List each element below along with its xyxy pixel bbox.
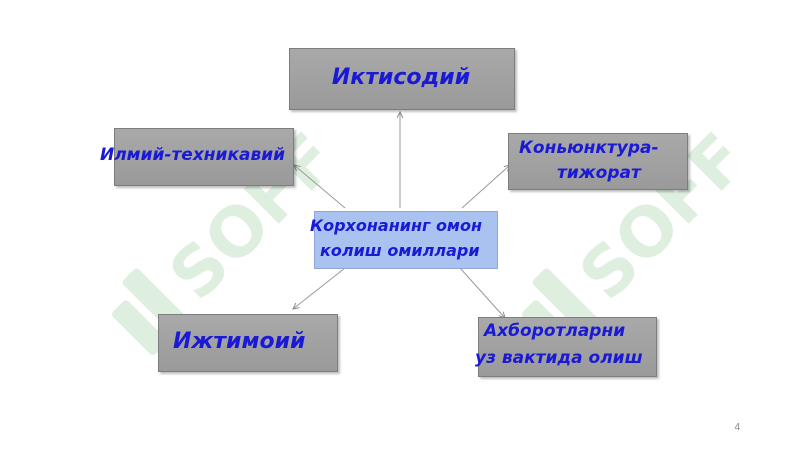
page-number: 4 [734,422,740,433]
node-right-lower-box [478,317,657,377]
node-right-upper-label-line1: Коньюнктура- [519,138,659,158]
node-right-upper-box [508,133,688,190]
center-node-label-line1: Корхонанинг омон [310,216,483,235]
node-left-lower-label: Ижтимоий [173,329,306,354]
node-top-box [289,48,515,110]
arrow-to-right-upper [461,165,510,209]
node-left-upper-box [114,128,294,186]
center-node-box [314,211,498,269]
arrow-to-right-lower [459,267,505,318]
arrow-to-left-lower [293,267,346,309]
node-right-upper-label-line2: тижорат [557,163,641,183]
node-left-upper-label: Илмий-техникавий [100,145,286,165]
center-node-label-line2: колиш омиллари [320,241,480,260]
node-right-lower-label-line1: Ахборотларни [484,321,626,341]
node-top-label: Иктисодий [331,65,471,90]
arrow-to-left-upper [294,165,346,209]
node-right-lower-label-line2: уз вактида олиш [475,348,643,368]
node-left-lower-box [158,314,338,372]
